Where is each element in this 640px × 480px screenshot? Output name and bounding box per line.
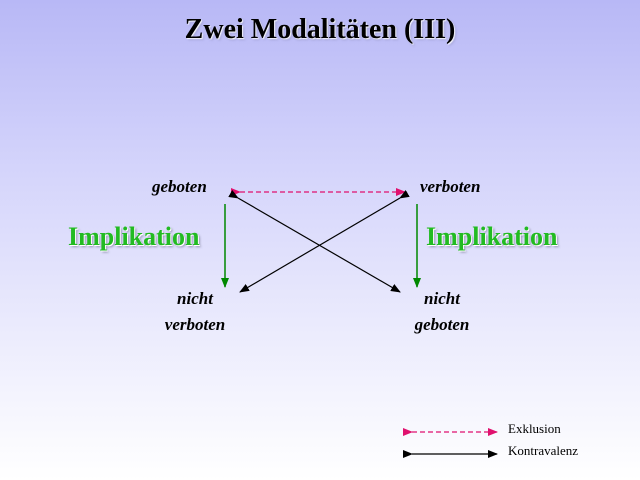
term-nicht-verboten-line2: verboten	[164, 315, 226, 334]
legend-contravalence-label: Kontravalenz	[508, 443, 579, 458]
term-verboten: verboten	[420, 177, 481, 196]
term-nicht-verboten-line1: nicht	[177, 289, 213, 308]
implication-label-right: Implikation	[426, 222, 558, 251]
contravalence-arrow-verboten-nicht-verboten	[239, 189, 410, 293]
term-nicht-geboten: nicht geboten	[397, 286, 487, 338]
legend-exclusion-label: Exklusion	[508, 421, 561, 436]
term-nicht-geboten-line1: nicht	[424, 289, 460, 308]
term-geboten: geboten	[152, 177, 207, 196]
term-nicht-geboten-line2: geboten	[414, 315, 470, 334]
implication-label-left: Implikation	[68, 222, 200, 251]
slide-title: Zwei Modalitäten (III)	[184, 14, 456, 45]
term-nicht-verboten: nicht verboten	[150, 286, 240, 338]
